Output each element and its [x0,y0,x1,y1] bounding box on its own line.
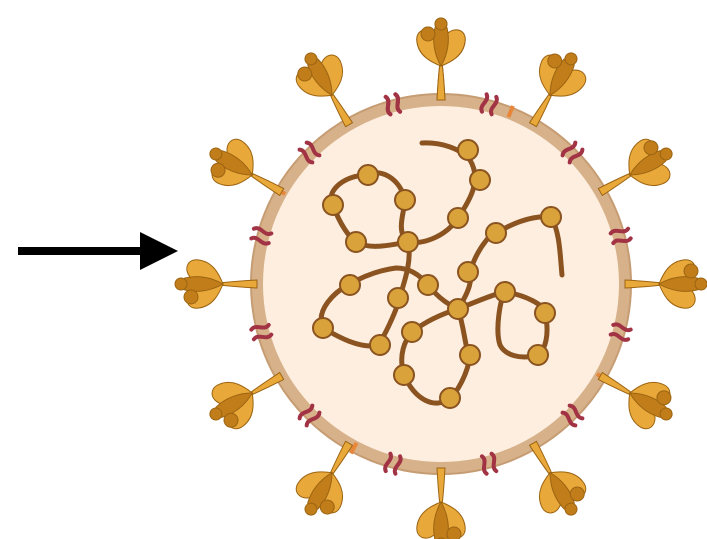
nucleocapsid-icon [402,322,422,342]
nucleocapsid-icon [395,190,415,210]
arrow-right-icon [140,232,178,270]
nucleocapsid-icon [394,365,414,385]
nucleocapsid-icon [541,207,561,227]
nucleocapsid-icon [528,345,548,365]
nucleocapsid-icon [358,165,378,185]
nucleocapsid-icon [313,318,333,338]
spike-protein-icon [417,18,465,100]
nucleocapsid-icon [470,170,490,190]
nucleocapsid-icon [440,388,460,408]
nucleocapsid-icon [448,208,468,228]
pointer-arrow [18,232,178,270]
nucleocapsid-icon [323,195,343,215]
nucleocapsid-icon [340,275,360,295]
nucleocapsid-icon [346,232,366,252]
viral-core [263,106,619,462]
nucleocapsid-icon [388,288,408,308]
nucleocapsid-icon [418,275,438,295]
nucleocapsid-icon [495,282,515,302]
nucleocapsid-icon [398,232,418,252]
nucleocapsid-icon [458,140,478,160]
nucleocapsid-icon [535,303,555,323]
nucleocapsid-icon [486,223,506,243]
nucleocapsid-icon [458,262,478,282]
nucleocapsid-icon [460,345,480,365]
spike-protein-icon [175,260,257,308]
spike-protein-icon [417,468,465,539]
spike-protein-icon [625,260,707,308]
nucleocapsid-icon [370,335,390,355]
nucleocapsid-icon [448,299,468,319]
